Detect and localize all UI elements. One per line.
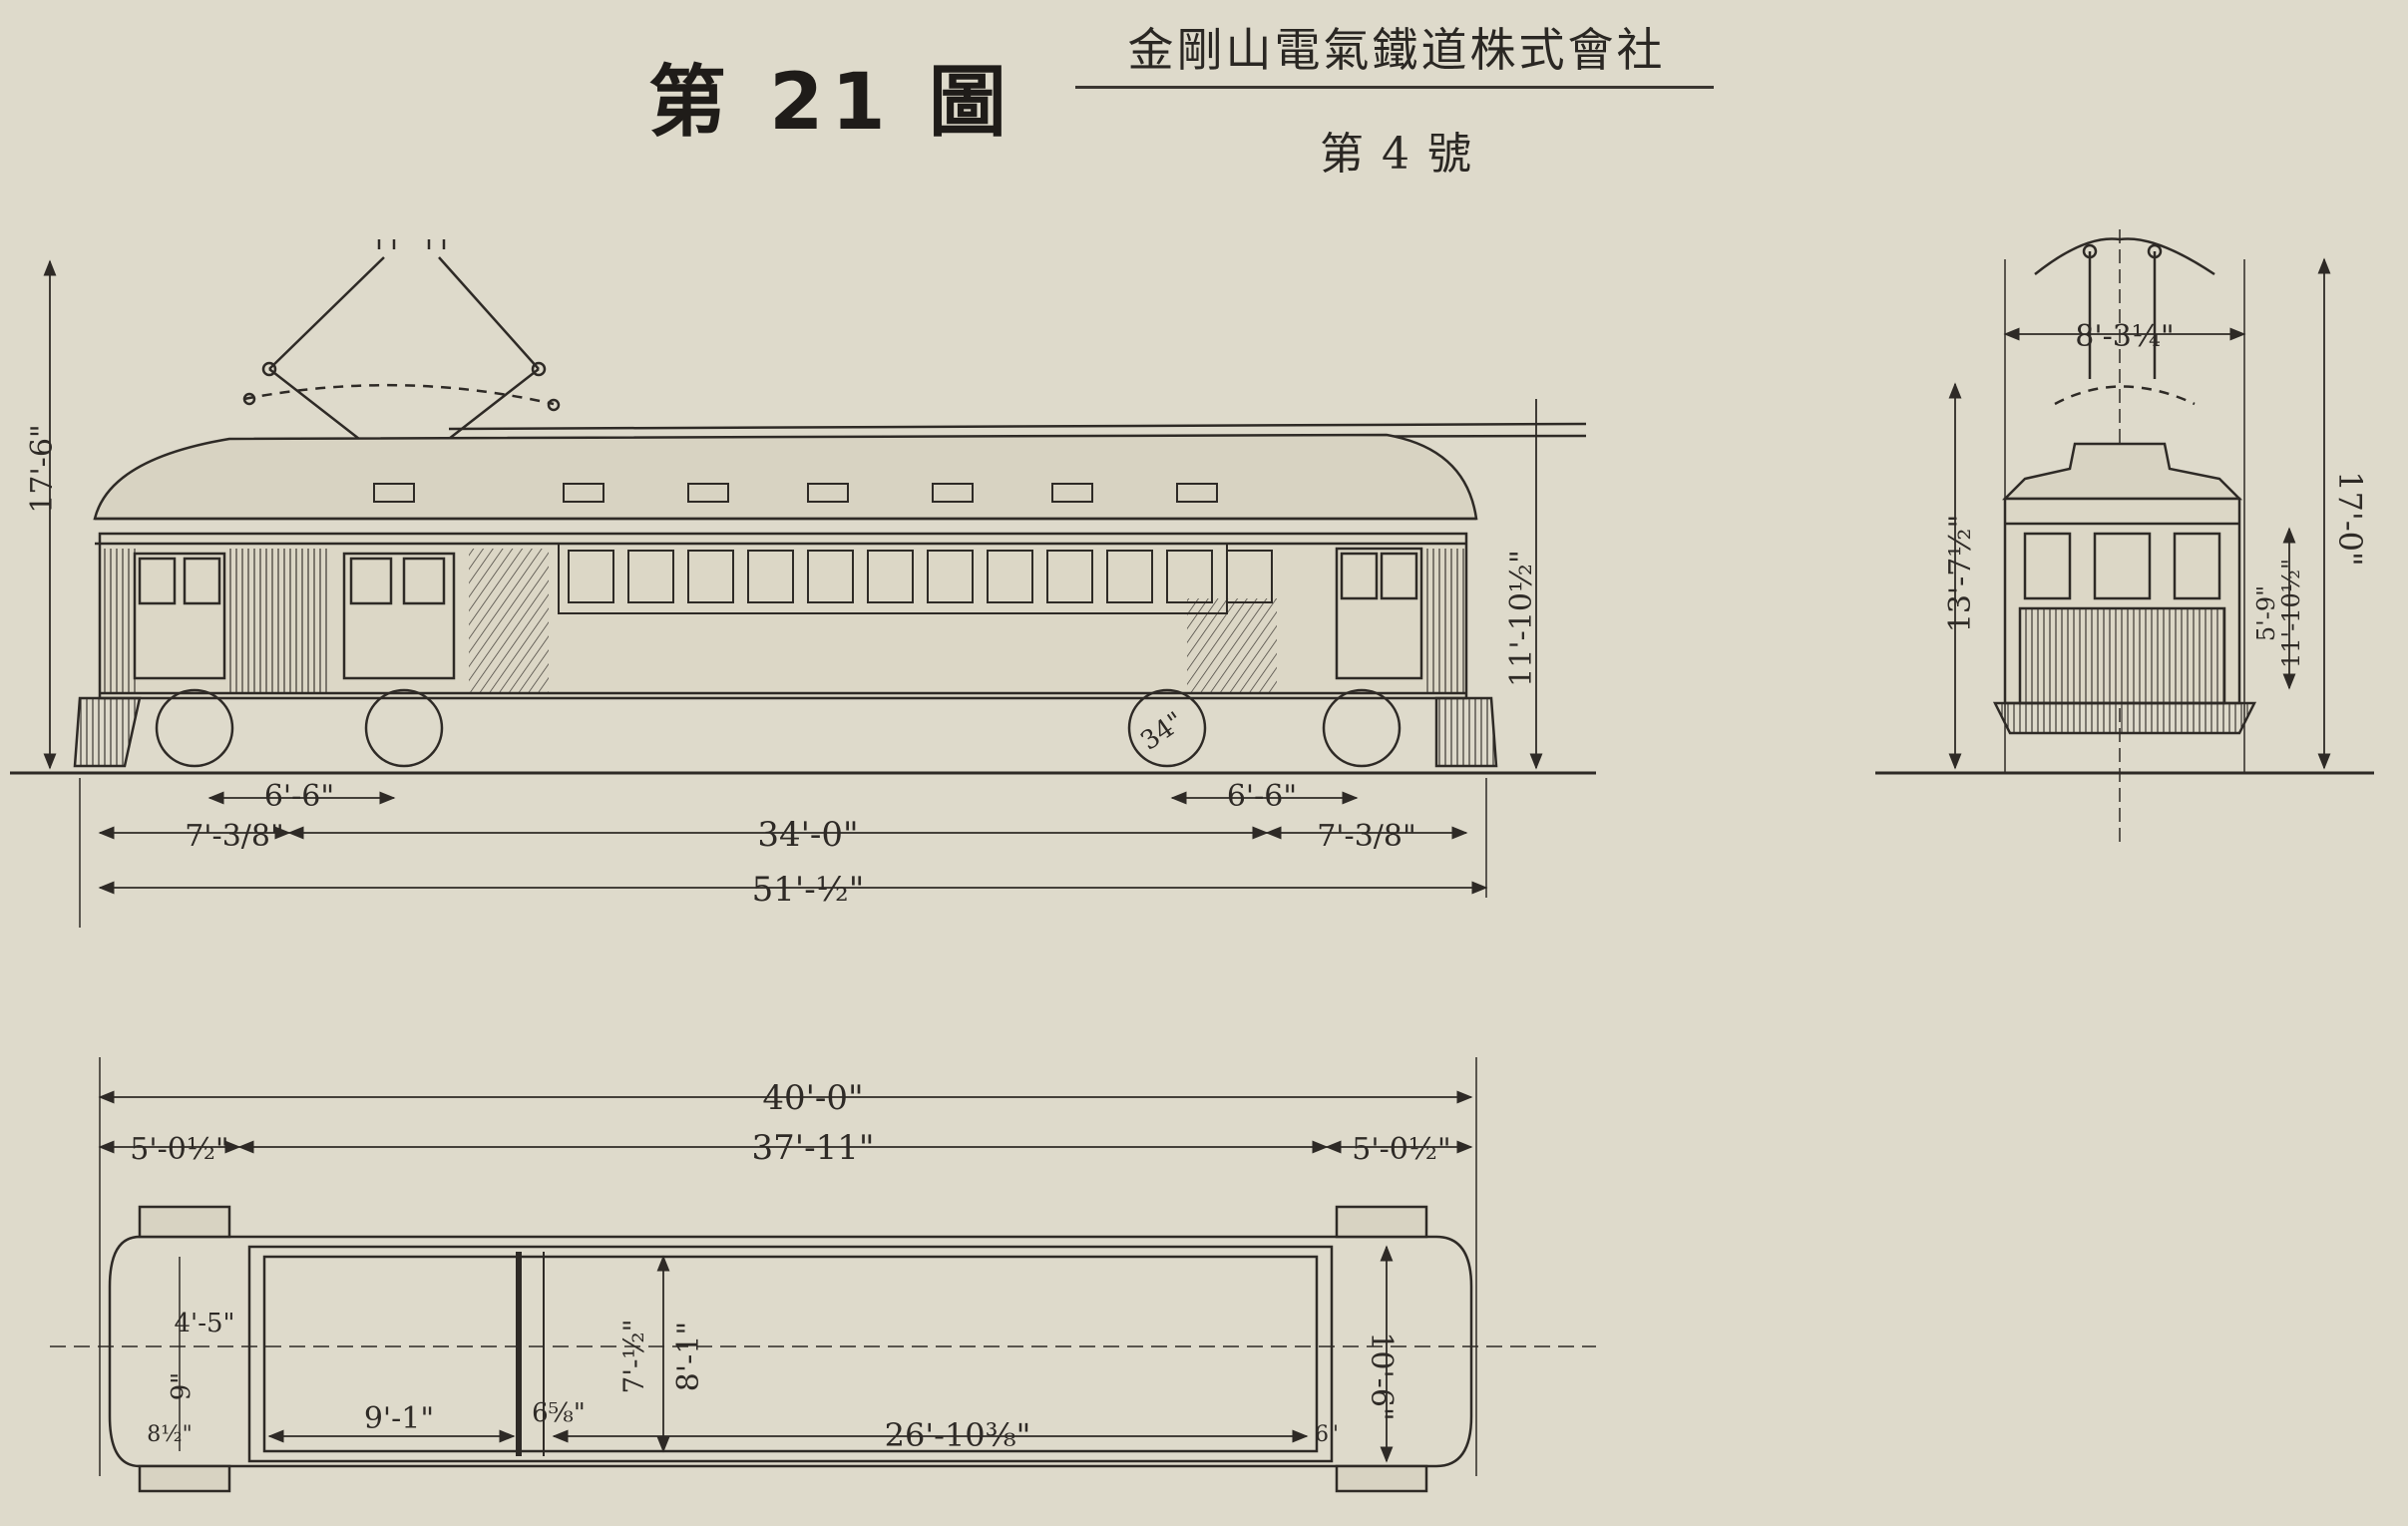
dim-overall-length: 51'-½" — [752, 870, 865, 910]
side-windows — [558, 543, 1273, 614]
dim-end-depth: 9" — [167, 1372, 197, 1401]
roof — [93, 433, 1478, 521]
side-elevation — [10, 239, 1596, 928]
dim-body-length: 40'-0" — [762, 1078, 863, 1118]
plan-view — [50, 1057, 1596, 1493]
dim-saloon: 26'-10⅜" — [885, 1416, 1031, 1454]
dim-end-height-b: 17'-0" — [2331, 471, 2369, 566]
dim-truck-center-left: 6'-6" — [264, 779, 334, 814]
dim-wheel-dia: 34" — [1135, 706, 1189, 756]
dim-body-inner: 37'-11" — [751, 1128, 874, 1168]
title-block: 第 21 圖 金剛山電氣鐵道株式會社 第 4 號 — [0, 0, 2408, 199]
dim-overhang-left: 7'-3/8" — [185, 819, 284, 854]
dim-truck-center-right: 6'-6" — [1227, 779, 1297, 814]
dim-end-height-a: 13'-7½" — [1943, 515, 1978, 633]
dim-end-width: 4'-5" — [175, 1309, 235, 1338]
fender-left — [73, 696, 142, 768]
dim-small-gap: 6" — [1315, 1422, 1339, 1447]
dim-vestibule-right: 5'-0½" — [1352, 1132, 1450, 1167]
fender-right — [1434, 696, 1498, 768]
title-rule — [1075, 86, 1714, 89]
dim-roof-height: 11'-10½" — [1504, 550, 1539, 687]
dim-inner-width-b: 8'-1" — [671, 1322, 706, 1391]
plan-inner — [247, 1245, 1334, 1463]
end-elevation — [1875, 229, 2374, 843]
right-doors — [1335, 547, 1423, 680]
dim-pole-spread: 8'-3¼" — [2075, 319, 2174, 354]
dim-window-height: 5'-9" — [2252, 585, 2280, 641]
trolley-poles — [242, 239, 1587, 441]
dim-partition: 6⅝" — [532, 1398, 586, 1428]
dim-bogie-centers: 34'-0" — [757, 815, 858, 855]
dim-end-roof-height: 11'-10½" — [2277, 559, 2305, 668]
plan-body-outline — [108, 1235, 1473, 1468]
wheels — [155, 688, 1402, 768]
dim-overhang-right: 7'-3/8" — [1317, 819, 1416, 854]
figure-number: 第 21 圖 — [648, 58, 1014, 148]
dim-compartment: 9'-1" — [364, 1401, 434, 1436]
dim-corner: 8½" — [147, 1422, 192, 1447]
company-name: 金剛山電氣鐵道株式會社 — [1127, 23, 1666, 77]
dim-overall-height: 17'-6" — [25, 424, 60, 513]
left-doors — [133, 552, 456, 680]
dim-inner-width-a: 7'-½" — [617, 1320, 650, 1394]
dim-vestibule-left: 5'-0½" — [130, 1132, 228, 1167]
dim-outer-width: 10'-6" — [1364, 1332, 1399, 1420]
end-roof — [2001, 442, 2243, 501]
roof-ventilators — [373, 483, 1218, 503]
car-number: 第 4 號 — [1320, 129, 1473, 180]
